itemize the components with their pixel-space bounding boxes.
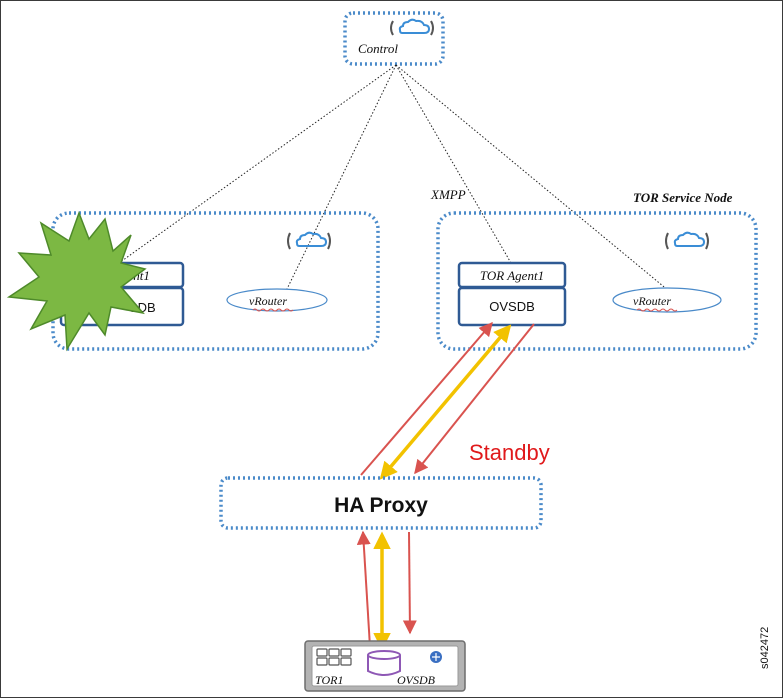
cloud-icon <box>390 18 434 36</box>
figure-id-label: s042472 <box>759 627 771 669</box>
spellcheck-squiggle <box>636 308 678 312</box>
xmpp-links <box>118 64 670 292</box>
database-icon <box>367 650 401 676</box>
tor-switch-name-label: TOR1 <box>315 673 343 687</box>
right-vrouter-ellipse <box>612 287 722 313</box>
right-tor-agent-label: TOR Agent1 <box>480 268 544 283</box>
arrow-down-red <box>402 531 417 635</box>
haproxy-tor-links <box>356 530 417 651</box>
cloud-icon <box>665 231 709 250</box>
arrow-up-red <box>356 530 371 648</box>
cloud-icon <box>287 231 331 250</box>
left-vrouter-ellipse <box>226 288 328 312</box>
tor-switch: TOR1 OVSDB <box>304 640 466 692</box>
link-left-agent <box>118 64 397 264</box>
ovsdb-haproxy-links <box>360 321 535 480</box>
spellcheck-squiggle <box>252 308 294 312</box>
tor-service-node-title: TOR Service Node <box>633 190 733 205</box>
arrow-down-red <box>414 323 535 475</box>
right-tor-service-node: TOR Agent1 OVSDB vRouter <box>436 211 758 351</box>
left-vrouter-label: vRouter <box>249 294 287 308</box>
ha-proxy-label: HA Proxy <box>334 494 428 517</box>
tor-switch-ovsdb-label: OVSDB <box>397 673 436 687</box>
arrow-bidirectional-yellow <box>379 324 512 480</box>
crosshair-icon <box>430 651 442 663</box>
switch-ports-icon <box>316 648 352 666</box>
right-vrouter-label: vRouter <box>633 294 671 308</box>
failure-burst-icon <box>6 210 147 352</box>
xmpp-label: XMPP <box>430 187 466 202</box>
control-label: Control <box>358 41 398 56</box>
ha-proxy-node: HA Proxy <box>219 476 543 530</box>
right-ovsdb-label: OVSDB <box>489 299 535 314</box>
link-right-vrouter <box>395 64 670 292</box>
right-ovsdb-box <box>457 286 567 327</box>
standby-label: Standby <box>469 440 550 465</box>
link-right-agent <box>395 64 512 264</box>
control-node: Control <box>343 11 445 66</box>
